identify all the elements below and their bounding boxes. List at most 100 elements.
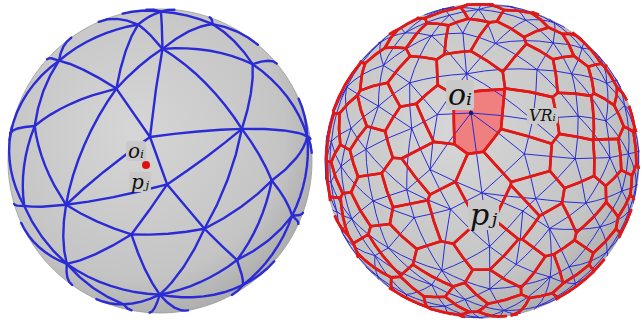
voronoi-edge [562,176,606,233]
voronoi-edge [333,61,361,111]
delaunay-edge [480,317,483,318]
delaunay-edge [66,184,167,204]
delaunay-edge [11,126,35,133]
voronoi-edge [532,12,539,15]
delaunay-edge [161,12,213,24]
voronoi-edge [465,270,521,304]
voronoi-edge [497,10,549,37]
voronoi-edge [325,111,334,159]
point-label: pⱼ [129,172,151,192]
delaunay-edge [162,48,252,64]
voronoi-edge [417,5,467,19]
delaunay-edge [167,129,242,185]
voronoi-edge [358,83,401,132]
delaunay-edge [47,58,59,60]
delaunay-edge [467,74,533,120]
delaunay-edge [9,133,24,206]
delaunay-edge [66,205,131,235]
delaunay-edge [99,19,138,25]
site-dot [469,111,473,115]
delaunay-edge [307,137,311,153]
delaunay-edge [378,106,411,128]
triangulated-sphere [8,9,312,313]
delaunay-edge [204,181,271,229]
delaunay-edge [66,89,116,205]
delaunay-edge [352,201,373,219]
voronoi-edge [335,215,359,257]
delaunay-edge [272,181,292,216]
voronoi-edge [390,200,441,249]
delaunay-edge [237,181,272,261]
delaunay-edge [59,38,71,61]
voronoi-edge [339,95,367,150]
delaunay-edge [537,277,550,306]
delaunay-edge [9,133,10,140]
delaunay-edge [622,185,636,191]
delaunay-edge [442,246,490,270]
delaunay-edge [432,285,445,306]
delaunay-edge [213,24,258,45]
delaunay-edge [116,49,162,89]
delaunay-edge [272,137,307,181]
delaunay-edge [534,307,536,309]
delaunay-edge [150,129,242,137]
voronoi-edge [401,265,454,297]
delaunay-edge [237,216,292,260]
delaunay-edge [243,216,292,285]
delaunay-edge [575,158,610,159]
delaunay-edge [442,209,451,270]
voronoi-edge [459,311,507,317]
delaunay-edge [586,191,622,203]
delaunay-edge [383,65,409,82]
voronoi-edge [361,30,398,63]
delaunay-edge [380,42,384,65]
voronoi-edge [391,289,431,309]
delaunay-edge [232,285,243,295]
delaunay-edge [204,129,241,229]
delaunay-edge [299,99,308,137]
delaunay-edge [463,33,467,74]
delaunay-edge [124,304,132,310]
delaunay-edge [638,151,639,152]
voronoi-edge [553,56,594,96]
delaunay-edge [292,213,303,216]
delaunay-edge [242,64,253,129]
delaunay-edge [162,49,241,129]
point-label: oᵢ [126,141,146,161]
delaunay-edge [160,285,243,297]
delaunay-edge [292,137,308,216]
voronoi-edge [430,309,465,317]
delaunay-edge [116,89,150,137]
delaunay-edge [482,193,536,199]
voronoi-edge [489,4,533,13]
delaunay-edge [11,61,59,134]
delaunay-edge [167,184,204,228]
delaunay-edge [66,137,150,205]
delaunay-edge [116,25,138,89]
delaunay-edge [150,137,167,184]
sphere-body [325,4,639,318]
delaunay-edge [237,260,243,285]
delaunay-edge [599,56,617,80]
delaunay-edge [150,49,162,137]
voronoi-edge [578,37,607,66]
delaunay-edge [138,25,162,49]
voronoi-edge [325,159,330,201]
point-label: VRᵢ [527,108,558,124]
delaunay-edge [366,149,407,189]
delaunay-edge [345,87,351,128]
voronoi-edge [589,229,621,271]
voronoi-edge [501,88,559,143]
delaunay-edge [633,185,636,203]
voronoi-edge [351,173,393,226]
voronoi-edge [385,104,434,159]
delaunay-edge [59,25,138,61]
delaunay-edge [253,64,308,136]
delaunay-edge [67,234,132,263]
voronoi-edge [357,253,392,290]
delaunay-edge [553,23,555,43]
point-label: pⱼ [468,200,499,230]
delaunay-edge [162,24,212,49]
